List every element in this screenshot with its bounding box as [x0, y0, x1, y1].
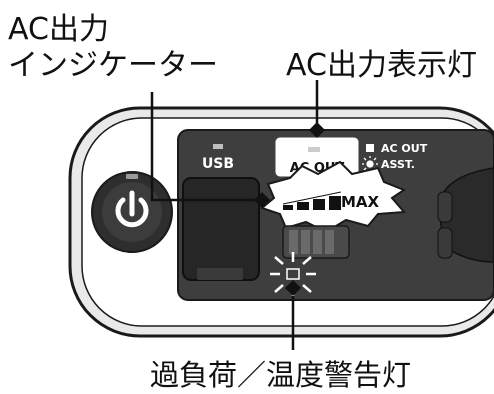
usb-label: USB: [202, 156, 234, 172]
ac-output-lamp-label: AC出力表示灯: [286, 48, 477, 83]
ac-output-indicator: MAX: [259, 160, 407, 234]
callout-ac-indicator: [150, 92, 262, 202]
power-button[interactable]: [91, 171, 173, 253]
power-icon: [115, 190, 149, 228]
callout-lines: [150, 80, 325, 350]
side-controls: [437, 167, 494, 263]
overload-temp-warning-label: 過負荷／温度警告灯: [150, 358, 412, 392]
battery-icon: [282, 225, 350, 259]
ac-level-bars: [282, 191, 342, 210]
usb-port-icon[interactable]: [182, 177, 260, 281]
ac-indicator-label-line2: インジケーター: [8, 48, 218, 83]
ac-indicator-label-line1: AC出力: [8, 12, 109, 47]
legend-asst: ASST.: [381, 158, 415, 171]
legend-ac-out: AC OUT: [381, 142, 428, 155]
max-label: MAX: [341, 193, 380, 211]
usb-led: [213, 144, 223, 149]
usb-section: USB: [182, 144, 260, 281]
